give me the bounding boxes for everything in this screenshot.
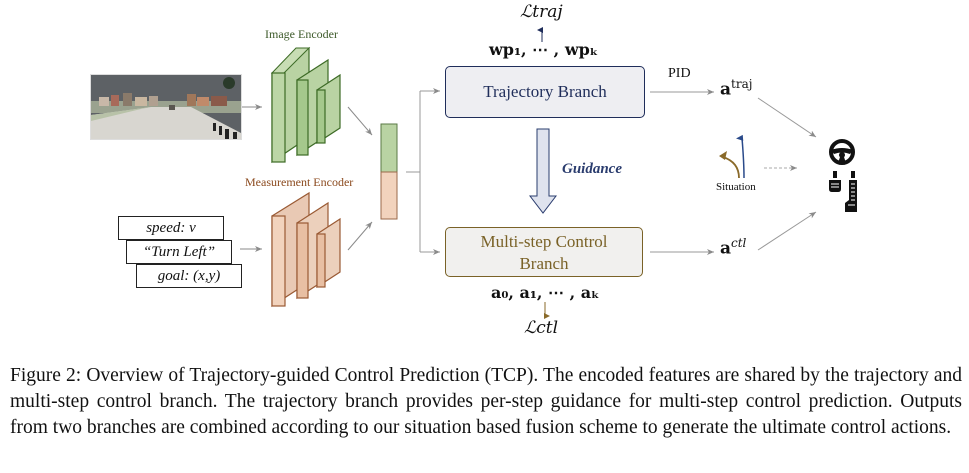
waypoints-output-label: wp₁, ⋯ , wpₖ xyxy=(489,40,599,59)
shared-feature-vector xyxy=(380,123,398,220)
measurement-goal-card: goal: (x,y) xyxy=(136,264,242,288)
pedals-icon xyxy=(829,171,857,212)
trajectory-branch: Trajectory Branch xyxy=(445,66,645,118)
image-encoder-layer-3 xyxy=(316,73,341,145)
situation-label: Situation xyxy=(716,181,756,193)
trajectory-loss-label: ℒtraj xyxy=(520,2,563,22)
camera-image xyxy=(90,74,242,140)
image-encoder-label: Image Encoder xyxy=(265,27,338,41)
driving-scene-image xyxy=(91,75,241,139)
a-traj-label: atraj xyxy=(720,77,752,100)
figure-caption: Figure 2: Overview of Trajectory-guided … xyxy=(10,365,962,438)
measurement-speed-card: speed: v xyxy=(118,216,224,240)
arrow-measurement-encoder-to-feature xyxy=(347,221,373,251)
arrow-image-encoder-to-feature xyxy=(347,106,373,136)
a-ctl-sup: ctl xyxy=(731,236,747,250)
measurement-command-text: “Turn Left” xyxy=(142,244,216,260)
measurement-goal-text: goal: (x,y) xyxy=(157,268,221,284)
a-ctl-base: a xyxy=(720,238,732,259)
measurement-speed-text: speed: v xyxy=(146,220,196,236)
a-traj-sup: traj xyxy=(731,77,753,91)
a-ctl-label: actl xyxy=(720,236,746,259)
measurement-encoder-label: Measurement Encoder xyxy=(245,175,354,189)
measurement-encoder xyxy=(271,191,341,308)
control-branch-label-line2: Branch xyxy=(519,254,569,273)
control-loss-label: ℒctl xyxy=(524,318,559,338)
tcp-architecture-diagram xyxy=(240,27,857,319)
measurement-encoder-layer-3 xyxy=(316,217,341,289)
a-traj-base: a xyxy=(720,79,732,100)
measurement-command-card: “Turn Left” xyxy=(126,240,232,264)
image-encoder xyxy=(270,46,341,164)
arrow-atraj-to-output xyxy=(757,97,817,138)
control-actions-output-label: a₀, a₁, ⋯ , aₖ xyxy=(491,283,600,302)
guidance-arrow xyxy=(528,128,558,214)
pid-label: PID xyxy=(668,66,691,81)
trajectory-branch-label: Trajectory Branch xyxy=(483,82,607,101)
arrow-actl-to-output xyxy=(757,211,817,251)
control-branch-label-line1: Multi-step Control xyxy=(480,232,608,251)
steering-wheel-icon xyxy=(829,139,855,165)
guidance-label: Guidance xyxy=(562,161,622,177)
control-branch: Multi-step Control Branch xyxy=(445,227,643,277)
situation-icon xyxy=(719,134,745,179)
